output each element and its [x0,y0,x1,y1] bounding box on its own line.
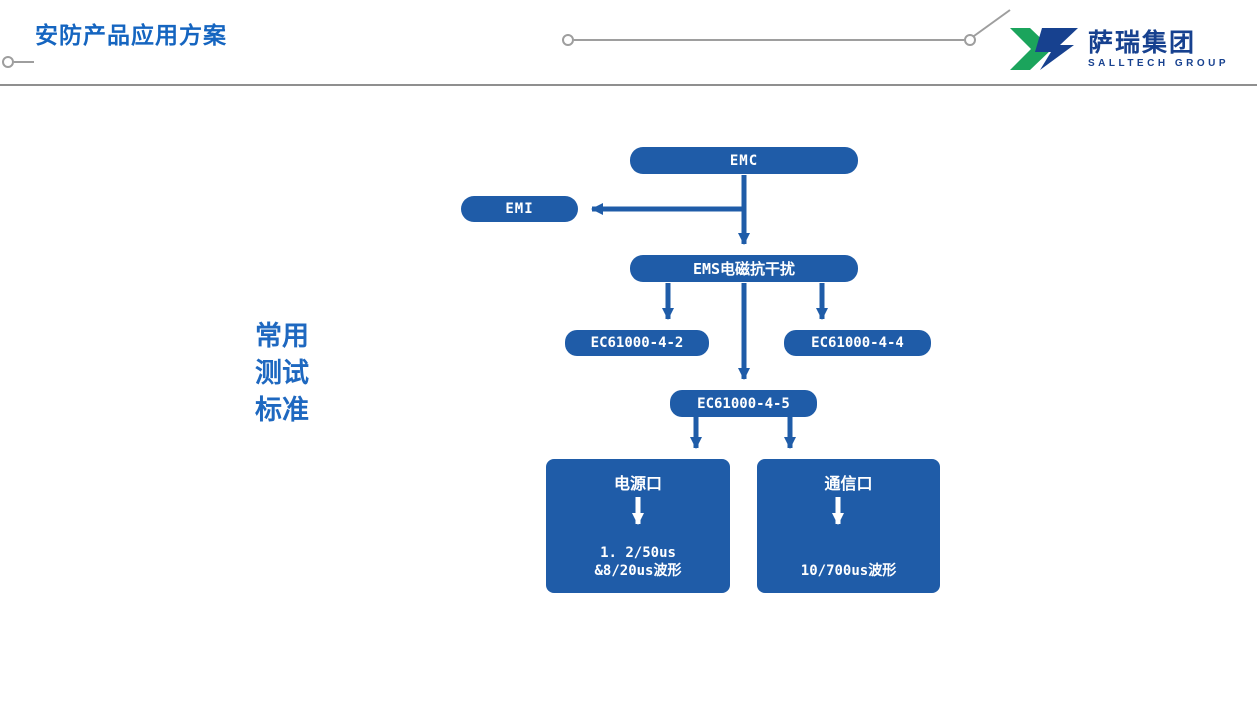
comm-port-title: 通信口 [824,474,873,493]
logo-text: 萨瑞集团 SALLTECH GROUP [1088,29,1229,69]
flow-node-comm-port: 通信口 10/700us波形 [757,459,940,593]
flow-node-ec61000-4-2: EC61000-4-2 [565,330,709,356]
logo-company-subtitle: SALLTECH GROUP [1087,57,1229,69]
flow-node-ems: EMS电磁抗干扰 [630,255,858,282]
logo-blue-shape [1034,28,1078,70]
salltech-logo-icon [1009,28,1078,70]
power-port-waveform-text: 1. 2/50us &8/20us波形 [594,545,682,579]
header-divider [0,84,1257,86]
side-label-line3: 标准 [255,395,309,425]
flow-node-emi: EMI [461,196,578,222]
logo-green-shape [1009,28,1052,70]
logo-company-name: 萨瑞集团 [1087,29,1196,58]
company-logo: 萨瑞集团 SALLTECH GROUP [1009,24,1229,74]
flow-node-emc: EMC [630,147,858,174]
comm-port-waveform-text: 10/700us波形 [800,563,897,579]
side-label-line2: 测试 [255,358,309,388]
deco-circle-mid-left [562,34,574,46]
flow-node-power-port: 电源口 1. 2/50us &8/20us波形 [546,459,730,593]
page-title: 安防产品应用方案 [35,22,227,48]
flow-node-ec61000-4-4: EC61000-4-4 [784,330,931,356]
flow-node-ec61000-4-5: EC61000-4-5 [670,390,817,417]
deco-circle-left [2,56,14,68]
side-label: 常用 测试 标准 [255,318,309,429]
power-port-title: 电源口 [613,474,662,493]
side-label-line1: 常用 [255,321,309,351]
deco-circle-mid-right [964,34,976,46]
